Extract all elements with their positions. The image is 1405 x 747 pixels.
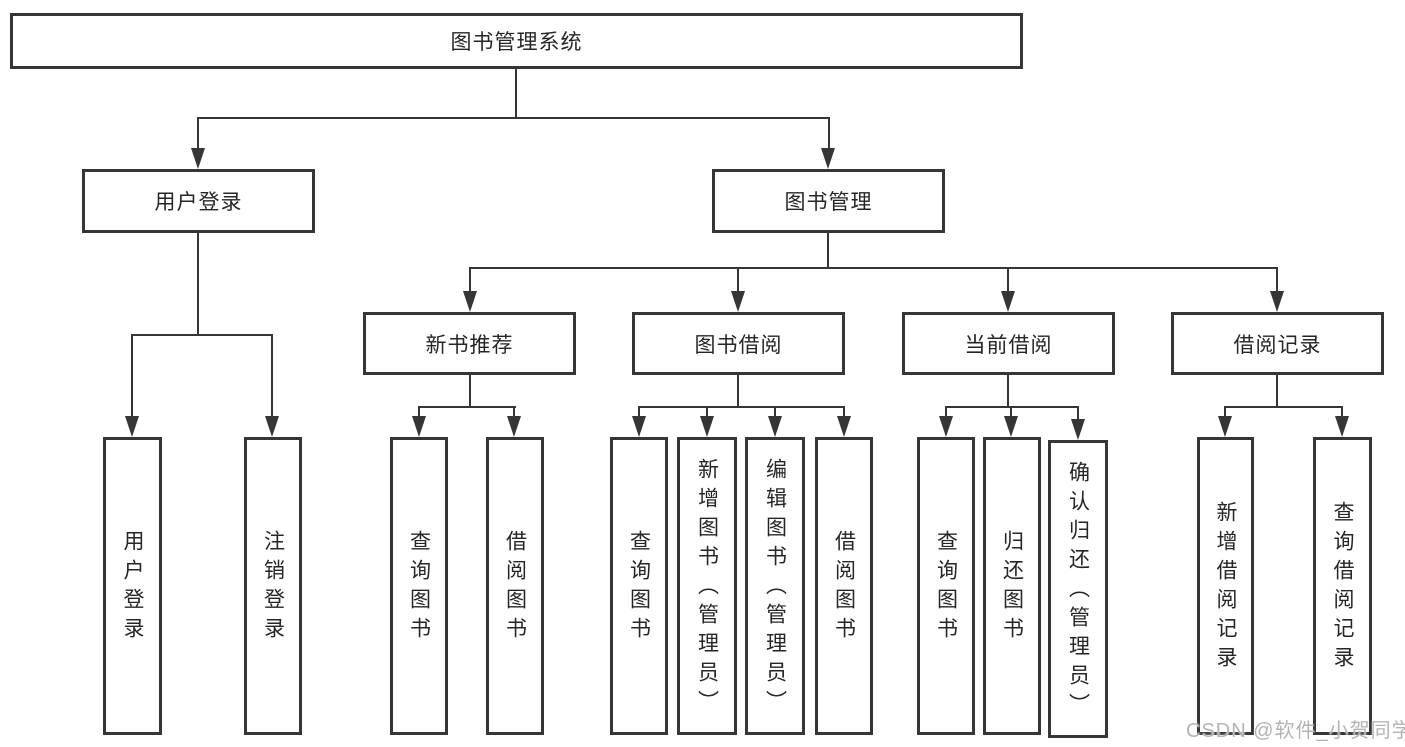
arrowhead-icon — [191, 148, 205, 169]
csdn-watermark: CSDN @软件_小贺同学 — [1186, 720, 1405, 742]
leaf-query-book-1: 查询图书 — [390, 437, 448, 735]
arrowhead-icon — [768, 416, 782, 437]
connector — [1276, 267, 1278, 292]
connector — [418, 406, 516, 408]
connector — [197, 117, 830, 119]
leaf-confirm-return-admin: 确认归还（管理员） — [1048, 440, 1108, 738]
leaf-borrow-book-1: 借阅图书 — [486, 437, 544, 735]
leaf-query-book-2: 查询图书 — [610, 437, 668, 735]
arrowhead-icon — [412, 416, 426, 437]
arrowhead-icon — [632, 416, 646, 437]
connector — [737, 375, 739, 408]
connector — [706, 406, 708, 418]
arrowhead-icon — [125, 416, 139, 437]
arrowhead-icon — [265, 416, 279, 437]
connector — [1007, 375, 1009, 408]
arrowhead-icon — [507, 416, 521, 437]
connector — [271, 334, 273, 417]
leaf-query-book-3: 查询图书 — [917, 437, 975, 735]
connector — [1224, 406, 1226, 418]
connector — [1007, 267, 1009, 292]
connector — [513, 406, 515, 418]
arrowhead-icon — [731, 291, 745, 312]
leaf-add-borrow-record: 新增借阅记录 — [1197, 437, 1254, 735]
node-book-borrow: 图书借阅 — [632, 312, 845, 375]
node-book-mgmt: 图书管理 — [712, 169, 945, 233]
connector — [843, 406, 845, 418]
node-new-book-recommend: 新书推荐 — [363, 312, 576, 375]
connector — [945, 406, 947, 418]
connector — [774, 406, 776, 418]
connector — [638, 406, 845, 408]
leaf-logout: 注销登录 — [244, 437, 302, 735]
arrowhead-icon — [1218, 416, 1232, 437]
connector — [1341, 406, 1343, 418]
connector — [131, 334, 273, 336]
connector — [469, 267, 471, 292]
arrowhead-icon — [1335, 416, 1349, 437]
leaf-return-book: 归还图书 — [983, 437, 1041, 735]
connector — [197, 233, 199, 336]
connector — [131, 334, 133, 417]
arrowhead-icon — [700, 416, 714, 437]
arrowhead-icon — [463, 291, 477, 312]
connector — [945, 406, 1079, 408]
connector — [737, 267, 739, 292]
arrowhead-icon — [1071, 419, 1085, 440]
node-user-login: 用户登录 — [82, 169, 315, 233]
leaf-edit-book-admin: 编辑图书（管理员） — [745, 437, 805, 735]
connector — [1224, 406, 1343, 408]
arrowhead-icon — [1004, 416, 1018, 437]
connector — [1010, 406, 1012, 418]
arrowhead-icon — [1001, 291, 1015, 312]
arrowhead-icon — [1270, 291, 1284, 312]
arrowhead-icon — [821, 148, 835, 169]
connector — [828, 117, 830, 150]
connector — [469, 375, 471, 408]
connector — [1077, 406, 1079, 421]
leaf-query-borrow-record: 查询借阅记录 — [1313, 437, 1372, 735]
connector — [418, 406, 420, 418]
leaf-borrow-book-2: 借阅图书 — [815, 437, 873, 735]
connector — [515, 68, 517, 119]
connector — [1276, 375, 1278, 408]
connector — [197, 117, 199, 150]
node-root: 图书管理系统 — [10, 13, 1023, 69]
node-borrow-record: 借阅记录 — [1171, 312, 1384, 375]
leaf-user-login: 用户登录 — [103, 437, 162, 735]
connector — [469, 267, 1278, 269]
connector — [827, 233, 829, 269]
node-current-borrow: 当前借阅 — [902, 312, 1115, 375]
leaf-add-book-admin: 新增图书（管理员） — [677, 437, 737, 735]
connector — [638, 406, 640, 418]
arrowhead-icon — [837, 416, 851, 437]
arrowhead-icon — [939, 416, 953, 437]
